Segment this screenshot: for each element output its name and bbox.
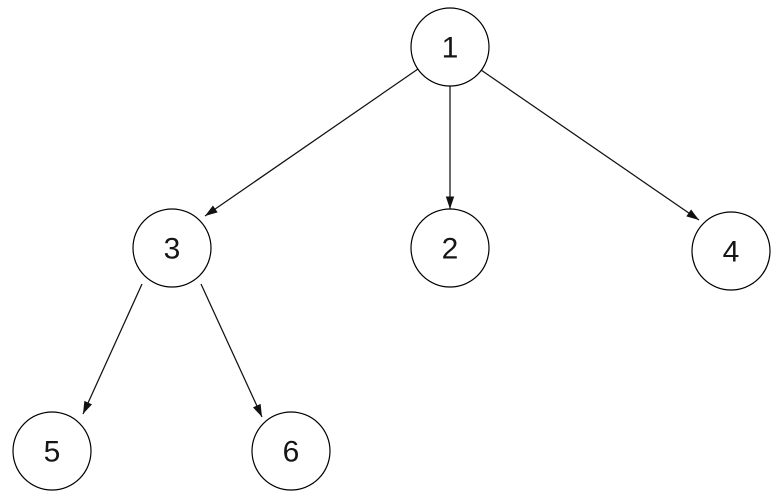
- edge-line-1-4: [480, 69, 700, 221]
- node-1[interactable]: 1: [410, 7, 490, 87]
- node-circle-2[interactable]: [410, 208, 490, 288]
- edge-line-1-3: [204, 68, 419, 217]
- node-circle-5[interactable]: [12, 411, 92, 491]
- node-circle-3[interactable]: [132, 208, 212, 288]
- edge-3-to-5[interactable]: [82, 283, 143, 415]
- edge-3-to-6[interactable]: [200, 283, 263, 418]
- node-circle-4[interactable]: [691, 211, 771, 291]
- edge-line-3-6: [200, 283, 263, 418]
- arrowhead-1-4: [686, 209, 699, 220]
- edge-layer: [82, 68, 700, 418]
- node-4[interactable]: 4: [691, 211, 771, 291]
- node-5[interactable]: 5: [12, 411, 92, 491]
- edge-1-to-2[interactable]: [445, 86, 455, 209]
- arrowhead-1-2: [445, 196, 455, 209]
- node-2[interactable]: 2: [410, 208, 490, 288]
- node-circle-1[interactable]: [410, 7, 490, 87]
- arrowhead-1-3: [205, 205, 218, 216]
- edge-1-to-4[interactable]: [480, 69, 700, 221]
- arrowhead-3-6: [252, 403, 262, 417]
- node-layer: 1 3 2 4 5 6: [12, 7, 771, 491]
- node-6[interactable]: 6: [251, 411, 331, 491]
- node-circle-6[interactable]: [251, 411, 331, 491]
- edge-1-to-3[interactable]: [204, 68, 419, 217]
- edge-line-3-5: [82, 283, 143, 415]
- arrowhead-3-5: [83, 400, 92, 414]
- node-3[interactable]: 3: [132, 208, 212, 288]
